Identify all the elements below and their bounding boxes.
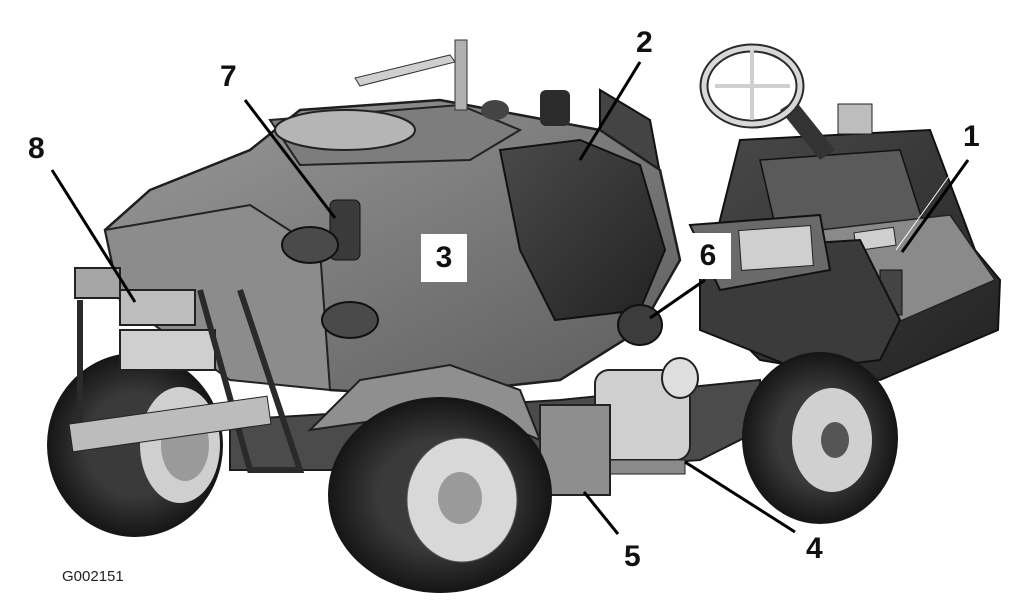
callout-6: 6 <box>685 233 731 279</box>
callout-8: 8 <box>28 132 45 165</box>
pump-assembly <box>594 357 699 475</box>
callout-2: 2 <box>636 26 653 59</box>
pressure-valve <box>617 304 663 346</box>
figure-id: G002151 <box>62 568 124 585</box>
leader-7 <box>243 99 337 219</box>
leader-6 <box>649 278 706 320</box>
rear-right-wheel <box>328 397 552 593</box>
callout-3: 3 <box>421 234 467 282</box>
leader-8 <box>50 169 137 303</box>
leader-5 <box>582 491 620 535</box>
control-box <box>539 404 611 496</box>
leader-2 <box>578 61 642 161</box>
leader-4 <box>684 460 796 534</box>
boom-valve-manifold <box>68 267 305 473</box>
callout-1: 1 <box>963 120 980 153</box>
leader-1b <box>895 157 963 251</box>
valve-cluster <box>281 199 379 339</box>
callout-7: 7 <box>220 60 237 93</box>
leader-lines <box>50 61 970 535</box>
leader-1 <box>900 159 970 253</box>
front-right-wheel <box>699 238 902 524</box>
callout-5: 5 <box>624 540 641 573</box>
callout-4: 4 <box>806 532 823 565</box>
